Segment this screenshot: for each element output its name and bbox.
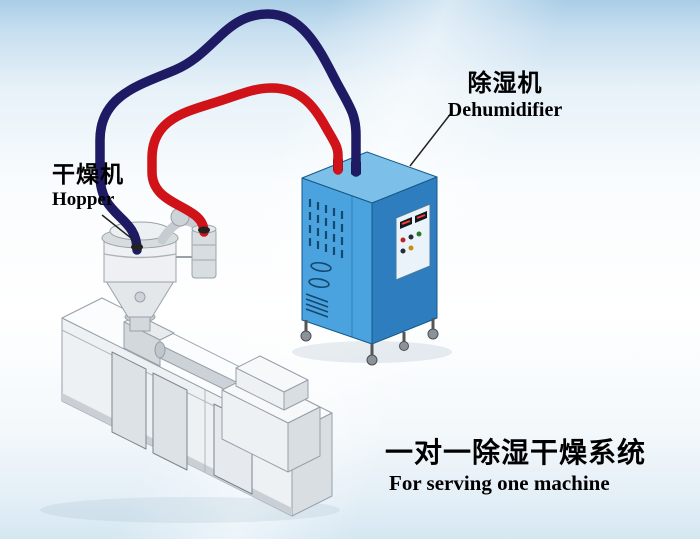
- panel-button-amber: [408, 245, 414, 251]
- hopper-leader-line: [101, 214, 137, 243]
- dehumidifier-label-en: Dehumidifier: [447, 99, 563, 121]
- hopper-label-zh: 干燥机: [52, 161, 124, 187]
- caption-zh: 一对一除湿干燥系统: [385, 437, 647, 468]
- extruder-door-1: [111, 351, 147, 450]
- cabinet-oval-vent-1: [310, 261, 332, 273]
- panel-button-dark2: [400, 248, 406, 254]
- cabinet-vent-slots: [308, 199, 344, 258]
- extruder-machine: [61, 297, 333, 517]
- barrel-flange: [154, 341, 166, 359]
- dehumidifier-cabinet: [300, 151, 439, 366]
- pipe-navy-return-air: [95, 9, 361, 255]
- gearbox-cover-right: [283, 379, 309, 411]
- gearbox-right-face: [287, 406, 321, 473]
- hopper-pipe-collar: [131, 243, 143, 251]
- dehumidifier-label: 除湿机 Dehumidifier: [442, 70, 568, 122]
- panel-display-1-digits: [401, 220, 411, 225]
- cabinet-oval-vent-2: [308, 277, 330, 289]
- panel-display-2-digits: [416, 214, 426, 219]
- system-caption: 一对一除湿干燥系统 For serving one machine: [385, 436, 646, 496]
- caption-en: For serving one machine: [389, 471, 610, 495]
- dehumidifier-label-zh: 除湿机: [467, 70, 543, 97]
- pipe-red-dry-air: [147, 83, 343, 237]
- cabinet-front-face: [301, 177, 373, 345]
- hopper-neck: [129, 315, 151, 332]
- pipes: [95, 9, 361, 255]
- cabinet-grille: [305, 293, 329, 318]
- hopper-pedestal-front: [123, 321, 161, 367]
- hopper-cone-fitting: [134, 291, 146, 303]
- panel-button-dark: [408, 234, 414, 240]
- hopper-filter-unit: [157, 207, 217, 279]
- hopper-label-en: Hopper: [52, 189, 115, 210]
- panel-button-red: [400, 237, 406, 243]
- canister-pipe-collar: [198, 226, 210, 234]
- cabinet-casters: [300, 318, 439, 366]
- extruder-door-2: [152, 372, 188, 471]
- dehumidifier-leader-line: [409, 111, 453, 167]
- machine-shadow: [40, 497, 340, 523]
- hopper-band-clamp: [103, 253, 177, 259]
- hopper-label: 干燥机 Hopper: [52, 160, 124, 212]
- panel-button-green: [416, 231, 422, 237]
